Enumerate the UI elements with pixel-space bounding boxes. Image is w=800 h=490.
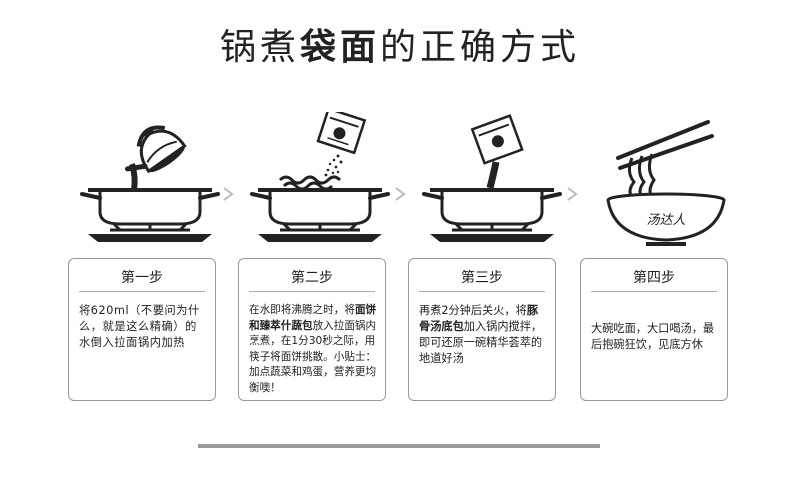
bowl-logo: 汤达人 [646,213,685,228]
step-text-part: 再煮2分钟后关火，将 [419,304,527,317]
step-text-part: 放入拉面锅内烹煮，在1分30秒之际，用筷子将面饼挑散。小贴士：加点蔬菜和鸡蛋，营… [249,319,377,394]
arrow-icon [567,187,578,201]
arrow-icon [223,187,234,201]
arrow-icon [395,187,406,201]
bottom-divider [198,444,600,448]
title-post: 的正确方式 [380,27,581,68]
page-title: 锅煮袋面的正确方式 [0,18,800,70]
step-card-4: 第四步 大碗吃面，大口喝汤，最后抱碗狂饮，见底方休 [580,258,728,401]
step-card-1: 第一步 将620ml（不要问为什么，就是这么精确）的水倒入拉面锅内加热 [68,258,216,401]
soup-packet-illustration [422,114,562,242]
divider [591,291,717,292]
step-text: 再煮2分钟后关火，将豚骨汤底包加入锅内搅拌，即可还原一碗精华荟萃的地道好汤 [419,303,547,367]
step-card-3: 第三步 再煮2分钟后关火，将豚骨汤底包加入锅内搅拌，即可还原一碗精华荟萃的地道好… [408,258,556,401]
step-text-bold: 豚骨汤底包 [419,304,539,333]
kettle-pot-illustration [80,125,220,242]
step-heading: 第二步 [291,270,333,286]
divider [249,291,375,292]
noodle-packet-illustration [250,112,390,242]
title-pre: 锅煮 [219,27,300,68]
title-bold: 袋面 [299,26,380,68]
step-heading: 第三步 [461,270,503,286]
step-heading: 第四步 [633,270,675,286]
step-text: 将620ml（不要问为什么，就是这么精确）的水倒入拉面锅内加热 [79,304,200,349]
noodle-bowl-illustration: 汤达人 [606,120,726,246]
divider [79,291,205,292]
step-card-2: 第二步 在水即将沸腾之时，将面饼和臻萃什蔬包放入拉面锅内烹煮，在1分30秒之际，… [238,258,386,401]
step-text-part: 加入锅内搅拌，即可还原一碗精华荟萃的地道好汤 [419,320,543,365]
step-text: 大碗吃面，大口喝汤，最后抱碗狂饮，见底方休 [591,322,715,351]
divider [419,291,545,292]
step-text-part: 在水即将沸腾之时，将 [249,304,355,316]
step-heading: 第一步 [121,270,163,286]
step-text: 在水即将沸腾之时，将面饼和臻萃什蔬包放入拉面锅内烹煮，在1分30秒之际，用筷子将… [249,303,377,396]
step-text-bold: 面饼和臻萃什蔬包 [249,304,377,332]
